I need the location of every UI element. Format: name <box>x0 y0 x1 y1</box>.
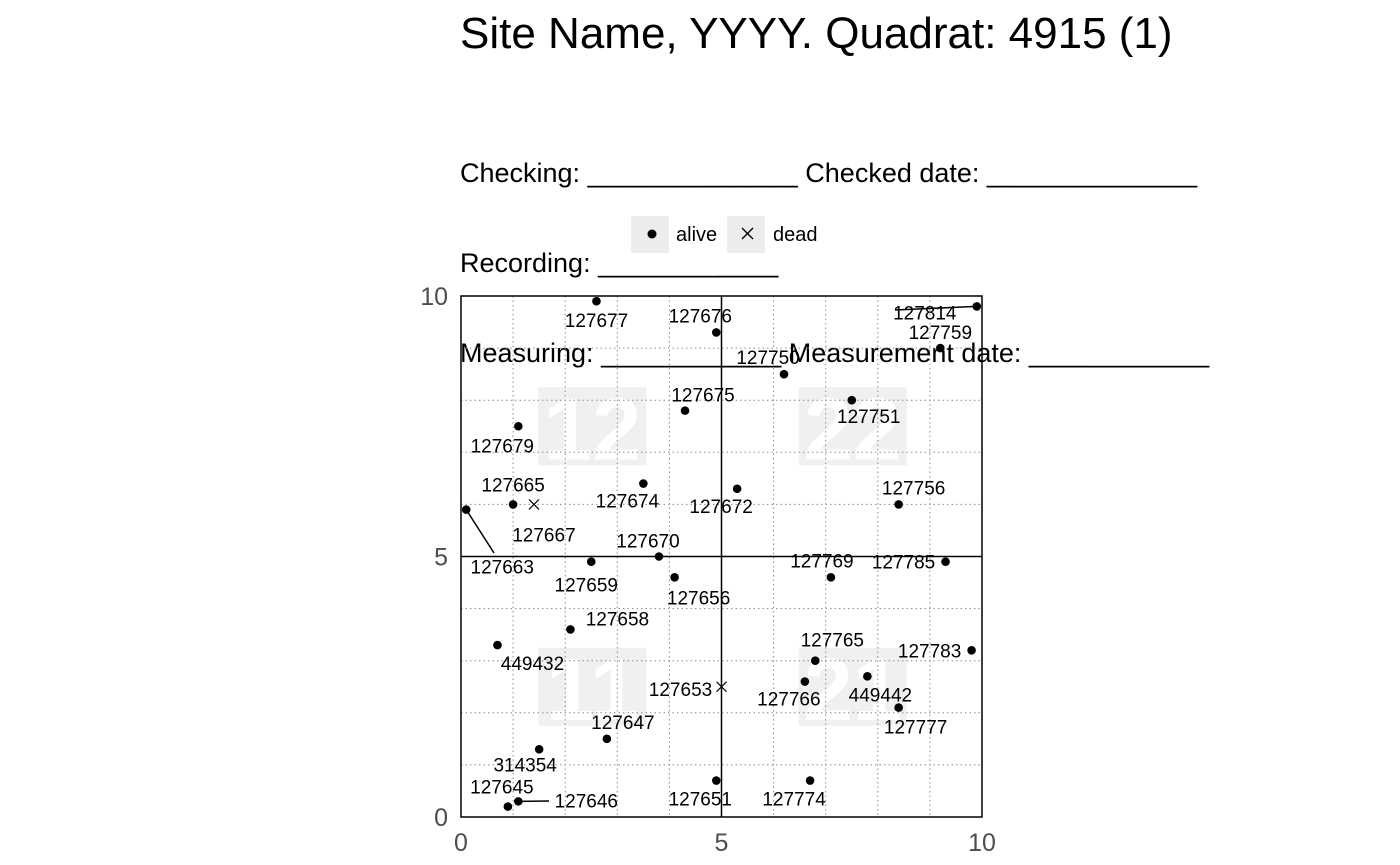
alive-marker <box>654 552 664 561</box>
legend-label-alive: alive <box>676 224 718 246</box>
subquadrat-label: 22 <box>804 379 902 478</box>
y-tick-label: 5 <box>434 544 448 572</box>
x-tick-label: 5 <box>715 829 729 857</box>
point-tag-label: 127783 <box>898 641 961 662</box>
point-tag-label: 314354 <box>493 755 557 776</box>
point-tag-label: 127658 <box>586 609 649 630</box>
point-tag-label: 127667 <box>512 525 575 546</box>
alive-marker <box>894 500 903 509</box>
alive-marker <box>493 640 502 650</box>
point-tag-label: 127676 <box>669 306 732 327</box>
alive-marker <box>800 677 810 686</box>
form-fields: Checking: ______________ Checked date: _… <box>460 98 1209 398</box>
alive-marker <box>503 802 513 811</box>
x-tick-label: 10 <box>968 829 996 857</box>
alive-marker <box>534 744 544 754</box>
leader-line <box>465 509 495 554</box>
point-tag-label: 127656 <box>667 588 730 609</box>
leader-line <box>894 305 977 311</box>
measuring-line: Measuring: ____________ Measurement date… <box>460 338 1210 368</box>
alive-marker <box>461 505 471 514</box>
subquadrat-label: 21 <box>804 640 902 739</box>
alive-marker <box>732 484 742 494</box>
point-tag-label: 127665 <box>481 475 544 496</box>
dead-marker <box>716 681 727 693</box>
alive-marker <box>805 776 815 785</box>
page-title: Site Name, YYYY. Quadrat: 4915 (1) <box>460 9 1173 58</box>
y-tick-label: 10 <box>420 283 448 311</box>
checking-line: Checking: ______________ Checked date: _… <box>460 158 1198 188</box>
point-tag-label: 449432 <box>501 654 564 675</box>
alive-marker <box>592 296 601 306</box>
alive-marker <box>863 672 872 681</box>
alive-legend-key <box>631 216 669 253</box>
alive-marker <box>670 573 679 582</box>
alive-marker <box>586 557 596 567</box>
alive-marker <box>514 797 523 806</box>
alive-marker <box>711 328 721 337</box>
alive-marker <box>508 500 518 509</box>
alive-marker <box>680 406 690 415</box>
point-tag-label: 127651 <box>669 790 732 811</box>
alive-marker <box>847 395 857 405</box>
point-tag-label: 449442 <box>849 685 912 706</box>
point-tag-label: 127774 <box>762 790 826 811</box>
point-tag-label: 127751 <box>837 407 900 428</box>
point-tag-label: 127814 <box>893 303 957 324</box>
point-tag-label: 127674 <box>596 492 660 513</box>
point-tag-label: 127769 <box>790 551 853 572</box>
point-tag-label: 127646 <box>555 791 618 812</box>
y-tick-label: 0 <box>434 804 448 832</box>
point-tag-label: 127777 <box>884 718 947 739</box>
point-tag-label: 127765 <box>801 631 864 652</box>
point-tag-label: 127785 <box>872 553 935 574</box>
point-tag-label: 127750 <box>736 348 799 369</box>
point-tag-label: 127679 <box>471 436 534 457</box>
alive-marker <box>826 573 836 582</box>
alive-dot-icon <box>647 229 657 239</box>
alive-marker <box>941 557 950 567</box>
point-tag-label: 127675 <box>671 386 734 407</box>
point-tag-label: 127663 <box>471 558 534 579</box>
alive-marker <box>936 343 945 353</box>
point-tag-label: 127756 <box>882 478 945 499</box>
alive-marker <box>602 734 612 744</box>
dead-cross-icon <box>741 227 754 240</box>
point-tag-label: 127677 <box>565 311 628 332</box>
dead-marker <box>528 498 540 510</box>
point-tag-label: 127672 <box>689 497 752 518</box>
alive-marker <box>810 656 820 665</box>
plot-border <box>460 295 983 818</box>
point-tag-label: 127766 <box>757 690 820 711</box>
legend-label-dead: dead <box>773 224 818 246</box>
point-tag-label: 127759 <box>909 323 972 344</box>
point-tag-label: 127659 <box>555 576 618 597</box>
alive-marker <box>514 421 523 431</box>
dead-legend-key <box>727 216 765 253</box>
alive-marker <box>566 625 575 634</box>
point-tag-label: 127670 <box>616 532 679 553</box>
point-tag-label: 127645 <box>470 778 533 799</box>
subquadrat-label: 11 <box>546 640 639 739</box>
alive-marker <box>894 703 903 712</box>
alive-marker <box>639 479 648 488</box>
subquadrat-label: 12 <box>543 379 641 478</box>
alive-marker <box>967 645 976 655</box>
alive-marker <box>711 776 721 785</box>
x-tick-label: 0 <box>454 829 468 857</box>
point-tag-label: 127653 <box>649 680 712 701</box>
alive-marker <box>779 369 789 379</box>
recording-line: Recording: ____________ <box>460 248 779 278</box>
point-tag-label: 127647 <box>591 713 654 734</box>
alive-marker <box>972 302 982 311</box>
